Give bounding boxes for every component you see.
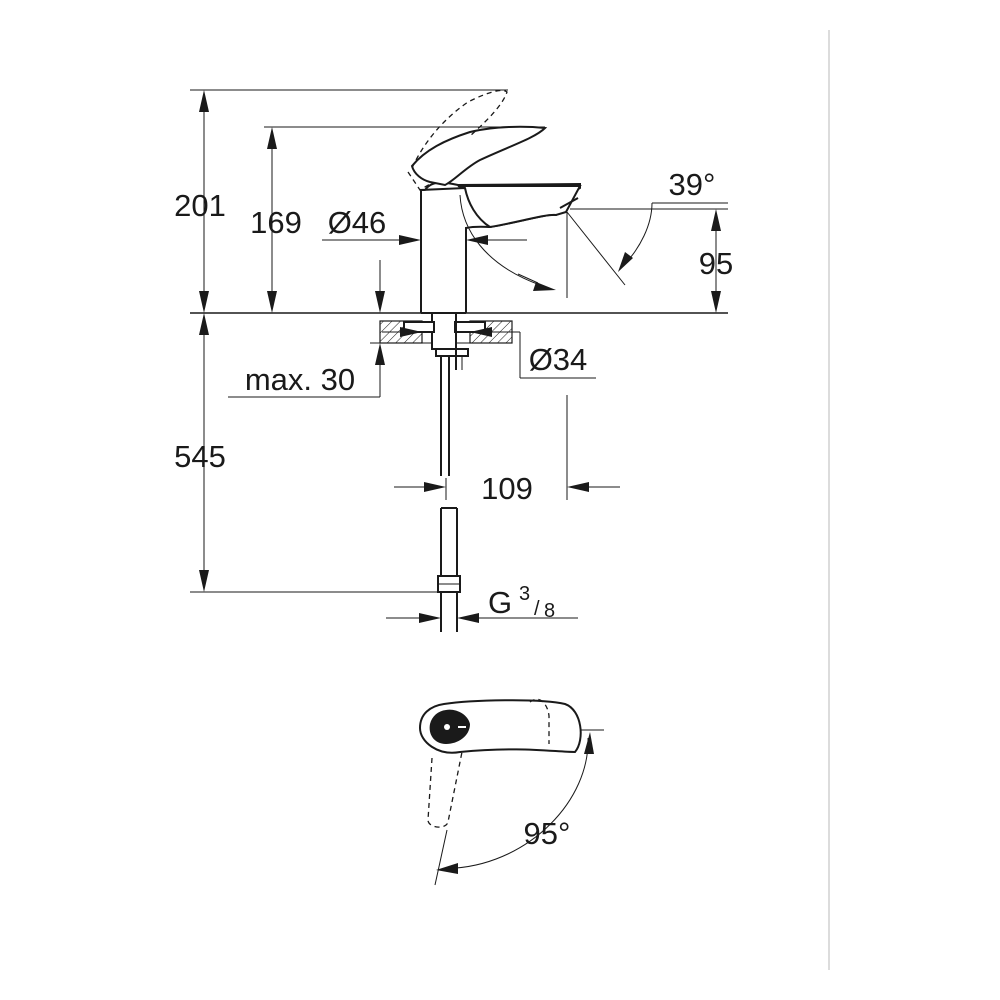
thread-slash: / bbox=[534, 598, 540, 620]
rotation-arrow-bottom bbox=[436, 863, 458, 874]
dim-30-arrow-top bbox=[375, 291, 385, 313]
dim-545-arrow-bottom bbox=[199, 570, 209, 592]
mounting-stud bbox=[431, 312, 457, 350]
outlet-height-label: 95 bbox=[699, 246, 733, 281]
dim-34-arrow-left bbox=[400, 327, 422, 337]
handle-top-dash bbox=[529, 698, 550, 744]
dim-46-arrow-left bbox=[399, 235, 421, 245]
spout-angle-arrow-left bbox=[533, 282, 556, 291]
handle-rotated-outline bbox=[427, 751, 463, 828]
faucet-side-view: 201 169 Ø46 39° 95 bbox=[174, 89, 733, 632]
dim-30-arrow-bottom bbox=[375, 343, 385, 365]
dim-46-arrow-right bbox=[466, 235, 488, 245]
thread-numerator: 3 bbox=[519, 583, 530, 605]
spout-outlet bbox=[559, 197, 579, 209]
dim-545-arrow-top bbox=[199, 313, 209, 335]
hole-diameter-label: Ø34 bbox=[529, 342, 588, 377]
spout-height-label: 169 bbox=[250, 205, 302, 240]
dim-95-arrow-top bbox=[711, 209, 721, 231]
dim-g38-arrow-right bbox=[457, 613, 479, 623]
dim-95-arrow-bottom bbox=[711, 291, 721, 313]
hose-length-label: 545 bbox=[174, 439, 226, 474]
thread-denominator: 8 bbox=[544, 600, 555, 622]
spout-angle-label: 39° bbox=[669, 167, 716, 202]
dim-34-arrow-right bbox=[470, 327, 492, 337]
cap-indicator-dot bbox=[444, 724, 450, 730]
lever-handle-open bbox=[411, 89, 508, 169]
lever-handle-open-base bbox=[407, 171, 431, 191]
rotation-arrow-top bbox=[584, 732, 594, 754]
dim-109-arrow-right bbox=[567, 482, 589, 492]
max-thickness-label: max. 30 bbox=[245, 362, 355, 397]
rotation-arc bbox=[455, 737, 589, 869]
projection-label: 109 bbox=[481, 471, 533, 506]
dim-g38-arrow-left bbox=[419, 613, 441, 623]
dim-201-arrow-top bbox=[199, 90, 209, 112]
rotation-ref-down bbox=[434, 829, 448, 886]
lever-handle bbox=[410, 125, 548, 187]
mounting-nut bbox=[435, 348, 469, 357]
total-height-label: 201 bbox=[174, 188, 226, 223]
dim-39-flow-line bbox=[566, 211, 626, 286]
dim-109-arrow-left bbox=[424, 482, 446, 492]
dim-39-arrow bbox=[618, 252, 633, 272]
faucet-top-view: 95° bbox=[418, 698, 604, 886]
dim-169-arrow-bottom bbox=[267, 291, 277, 313]
spout-angle-arc-tail bbox=[517, 273, 539, 284]
body-diameter-label: Ø46 bbox=[328, 205, 387, 240]
dim-201-arrow-bottom bbox=[199, 291, 209, 313]
spout bbox=[457, 185, 582, 229]
handle-rotation-label: 95° bbox=[524, 816, 571, 851]
spout-angle-arc-left bbox=[459, 194, 541, 286]
dim-169-arrow-top bbox=[267, 127, 277, 149]
thread-letter: G bbox=[488, 585, 512, 620]
